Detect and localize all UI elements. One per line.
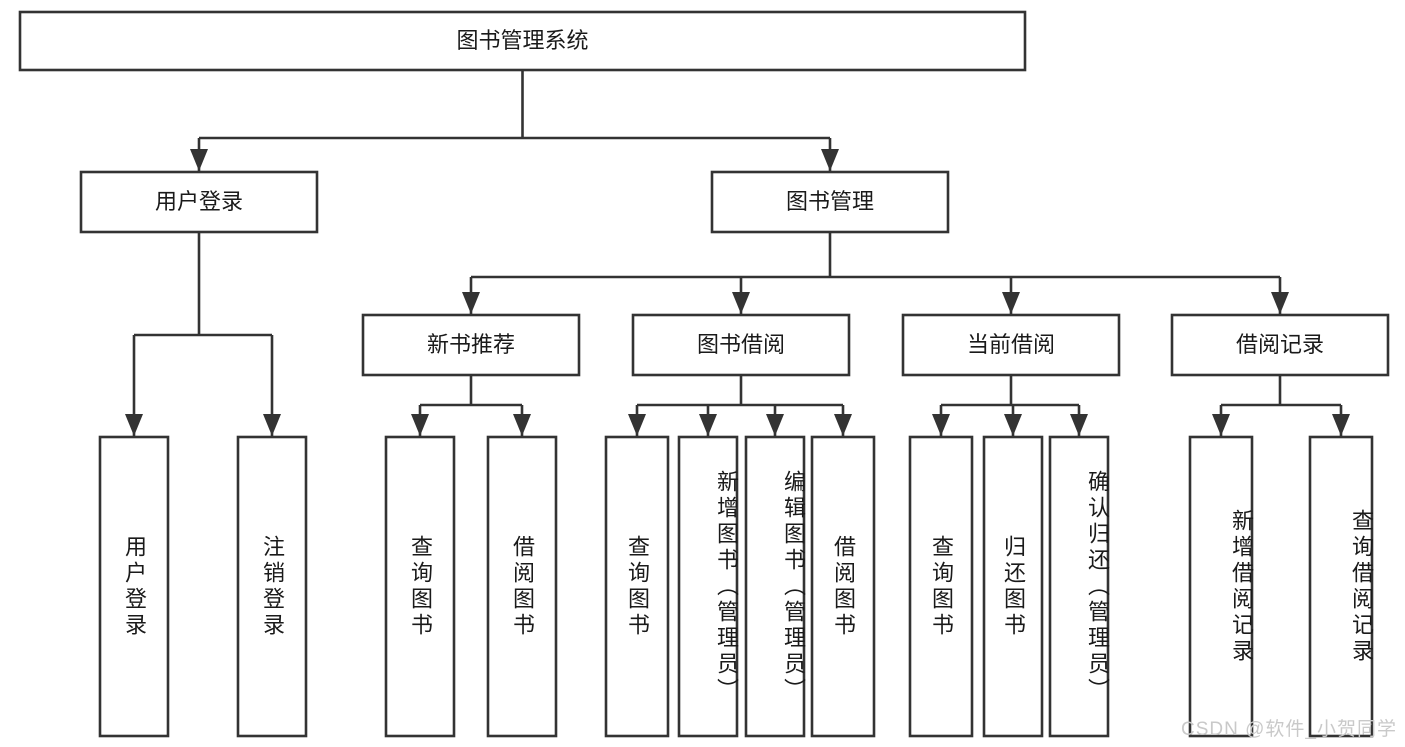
arrow-down-icon	[834, 414, 852, 436]
leaf-node-box[interactable]	[384, 435, 456, 738]
arrow-down-icon	[1070, 414, 1088, 436]
leaf-node-box[interactable]	[744, 435, 806, 738]
level2-node-label: 借阅记录	[1236, 332, 1324, 357]
level2-node-box[interactable]	[1170, 313, 1390, 377]
arrow-down-icon	[932, 414, 950, 436]
root-node-box[interactable]	[18, 10, 1027, 72]
arrow-down-icon	[699, 414, 717, 436]
level2-node-box[interactable]	[631, 313, 851, 377]
leaf-node-box[interactable]	[908, 435, 974, 738]
leaf-node-box[interactable]	[604, 435, 670, 738]
level1-node-label: 用户登录	[155, 189, 243, 214]
arrow-down-icon	[263, 414, 281, 436]
level2-node-label: 新书推荐	[427, 332, 515, 357]
level1-node-box[interactable]	[710, 170, 950, 234]
arrow-down-icon	[628, 414, 646, 436]
level2-node-label: 当前借阅	[967, 332, 1055, 357]
root-node-label: 图书管理系统	[456, 28, 588, 53]
arrow-down-icon	[125, 414, 143, 436]
arrow-down-icon	[1002, 292, 1020, 314]
arrow-down-icon	[1212, 414, 1230, 436]
node-box-layer	[18, 10, 1390, 738]
arrow-down-icon	[190, 149, 208, 171]
level1-node-label: 图书管理	[786, 189, 874, 214]
leaf-node-box[interactable]	[236, 435, 308, 738]
arrow-down-icon	[1004, 414, 1022, 436]
level1-node-box[interactable]	[79, 170, 319, 234]
level2-node-box[interactable]	[361, 313, 581, 377]
leaf-node-box[interactable]	[1188, 435, 1254, 738]
arrow-down-icon	[821, 149, 839, 171]
arrow-down-icon	[1271, 292, 1289, 314]
leaf-node-box[interactable]	[486, 435, 558, 738]
leaf-node-box[interactable]	[677, 435, 739, 738]
connector-layer	[125, 70, 1350, 436]
level2-node-box[interactable]	[901, 313, 1121, 377]
arrow-down-icon	[462, 292, 480, 314]
leaf-node-box[interactable]	[1308, 435, 1374, 738]
arrow-down-icon	[766, 414, 784, 436]
arrow-down-icon	[1332, 414, 1350, 436]
leaf-node-box[interactable]	[810, 435, 876, 738]
leaf-node-box[interactable]	[98, 435, 170, 738]
arrow-down-icon	[732, 292, 750, 314]
leaf-node-box[interactable]	[1048, 435, 1110, 738]
arrow-down-icon	[411, 414, 429, 436]
leaf-node-box[interactable]	[982, 435, 1044, 738]
watermark-text: CSDN @软件_小贺同学	[1181, 719, 1397, 740]
arrow-down-icon	[513, 414, 531, 436]
level2-node-label: 图书借阅	[697, 332, 785, 357]
